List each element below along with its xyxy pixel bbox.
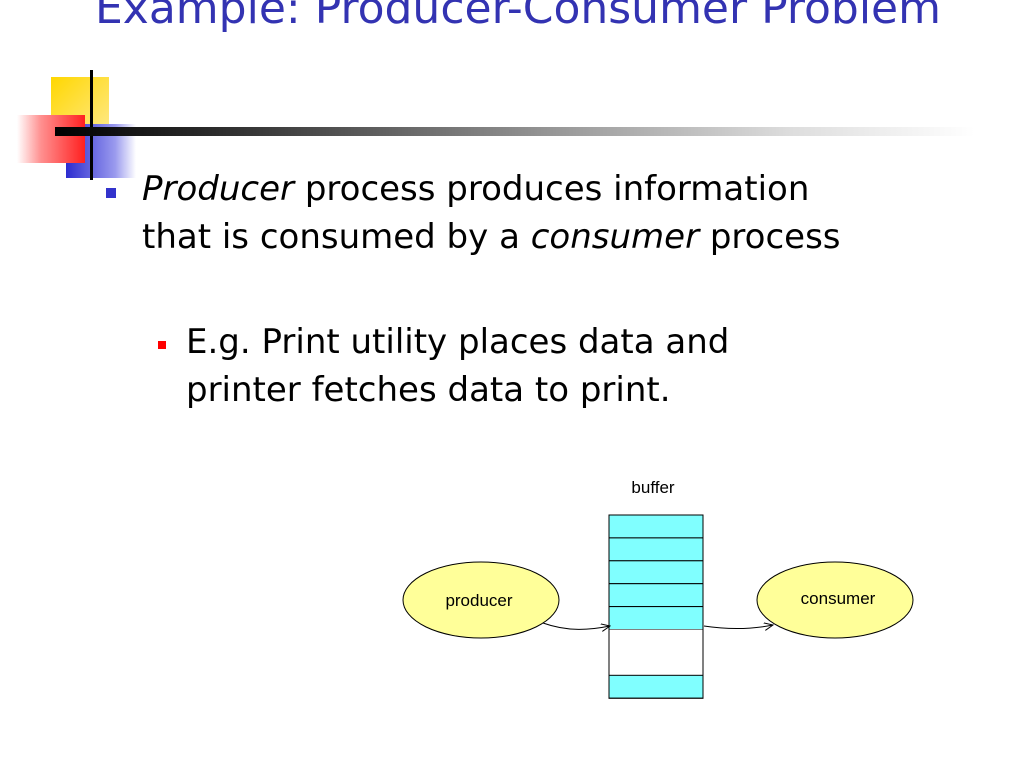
producer-label: producer xyxy=(445,591,512,610)
bullet-print-example: E.g. Print utility places data and print… xyxy=(186,322,730,410)
buffer-slot-filled xyxy=(608,606,704,630)
bullet-producer-consumer: Producer process produces information th… xyxy=(142,165,842,261)
buffer-slot-filled xyxy=(608,537,704,562)
buffer xyxy=(608,514,704,699)
level2-bullet-icon xyxy=(158,341,166,349)
decor-vertical-line xyxy=(90,70,93,180)
buffer-slot-filled xyxy=(608,583,704,608)
bullet1-text-a: process produces information that is con… xyxy=(142,169,810,257)
buffer-slot-empty xyxy=(609,652,703,676)
buffer-slot-filled xyxy=(608,514,704,539)
arrow-buffer-to-consumer xyxy=(703,625,773,629)
producer-ellipse xyxy=(402,561,560,639)
arrow-producer-to-buffer xyxy=(542,622,610,629)
slide-title: Example: Producer-Consumer Problem xyxy=(95,0,941,34)
buffer-slot-empty xyxy=(609,629,703,653)
level1-bullet-icon xyxy=(106,188,116,198)
term-consumer: consumer xyxy=(530,217,700,257)
buffer-label: buffer xyxy=(631,478,675,497)
term-producer: Producer xyxy=(142,169,295,209)
title-underline xyxy=(55,127,975,136)
bullet1-text-b: process xyxy=(699,217,841,257)
consumer-ellipse xyxy=(756,561,914,639)
buffer-slot-filled xyxy=(608,560,704,585)
consumer-label: consumer xyxy=(801,589,876,608)
decor-red-square xyxy=(17,115,85,163)
buffer-slot-filled xyxy=(608,674,704,699)
buffer-outline xyxy=(608,514,704,699)
